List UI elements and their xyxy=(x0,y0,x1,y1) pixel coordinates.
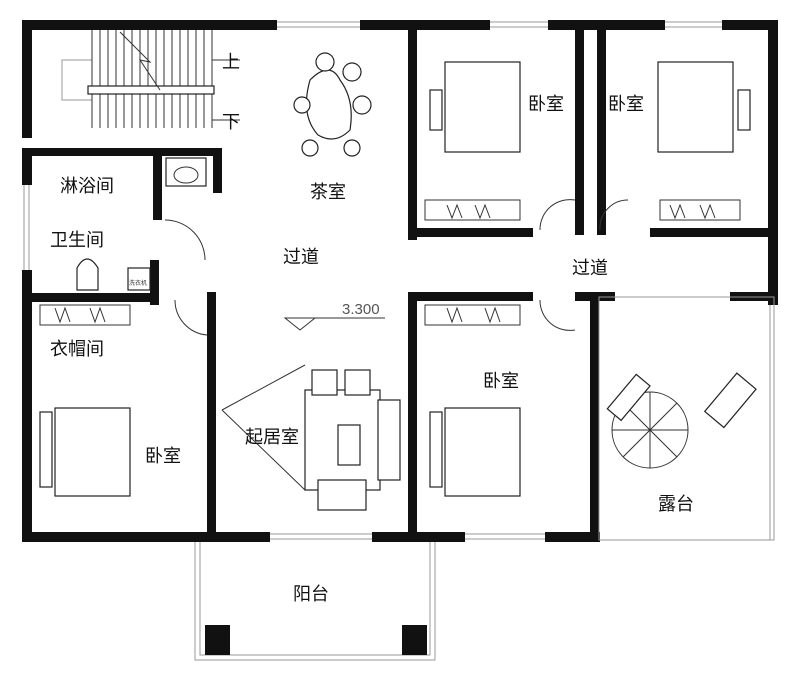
label-bedroom-center: 卧室 xyxy=(483,371,519,392)
washing-machine-label: 洗衣机 xyxy=(129,279,147,287)
stairs-down-label: 下 xyxy=(222,112,240,133)
label-bedroom-top-right: 卧室 xyxy=(608,94,644,115)
elevation-marker: 3.300 xyxy=(283,301,385,331)
tea-table xyxy=(293,52,372,157)
staircase: 上 下 xyxy=(61,30,240,133)
label-cloakroom: 衣帽间 xyxy=(50,339,104,360)
label-shower: 淋浴间 xyxy=(60,176,114,197)
elevation-value: 3.300 xyxy=(342,301,380,318)
beds xyxy=(39,61,751,497)
label-corridor-right: 过道 xyxy=(572,258,608,279)
label-living-room: 起居室 xyxy=(245,427,299,448)
living-room-furniture xyxy=(221,364,401,511)
label-bedroom-top-left: 卧室 xyxy=(528,94,564,115)
windows xyxy=(23,21,775,541)
label-balcony: 阳台 xyxy=(293,584,329,605)
label-corridor-center: 过道 xyxy=(283,247,319,268)
stairs-up-label: 上 xyxy=(222,52,240,73)
terrace-furniture xyxy=(606,372,757,469)
balcony xyxy=(194,542,436,661)
label-washroom: 卫生间 xyxy=(50,230,104,251)
label-tea-room: 茶室 xyxy=(310,182,346,203)
room-labels: 茶室 卧室 卧室 淋浴间 卫生间 过道 过道 衣帽间 卧室 起居室 卧室 露台 … xyxy=(50,94,694,605)
label-bedroom-left: 卧室 xyxy=(145,446,181,467)
bathroom-fixtures: 洗衣机 xyxy=(76,157,629,336)
label-terrace: 露台 xyxy=(658,494,694,515)
